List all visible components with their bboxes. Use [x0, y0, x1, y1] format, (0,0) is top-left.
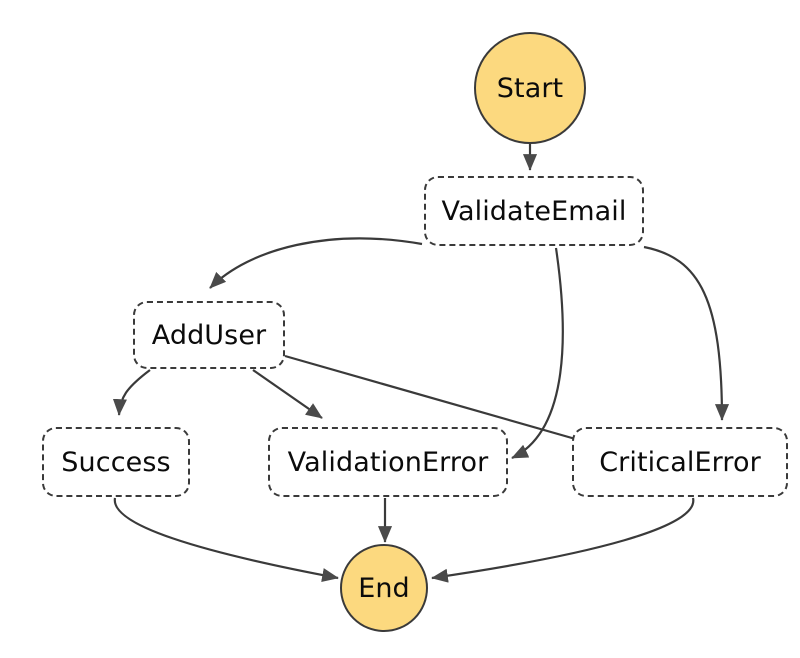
- edge-add_user-to-critical_error: [284, 354, 601, 449]
- node-end-label: End: [358, 572, 410, 604]
- edges-group: [112, 144, 730, 583]
- node-validate-email-label: ValidateEmail: [441, 195, 627, 227]
- edge-validate_email-to-validation_error: [511, 247, 564, 459]
- node-add-user[interactable]: AddUser: [133, 301, 285, 369]
- edge-validate_email-to-critical_error: [643, 245, 730, 421]
- node-end[interactable]: End: [340, 544, 428, 632]
- node-add-user-label: AddUser: [151, 319, 267, 351]
- node-validation-error[interactable]: ValidationError: [268, 427, 508, 497]
- edge-add_user-to-validation_error: [252, 369, 323, 419]
- edge-critical_error-to-end: [431, 497, 695, 583]
- edge-success-to-end: [113, 497, 339, 582]
- node-critical-error[interactable]: CriticalError: [572, 427, 788, 497]
- node-validation-error-label: ValidationError: [287, 446, 489, 478]
- node-start[interactable]: Start: [474, 32, 586, 144]
- node-critical-error-label: CriticalError: [599, 446, 761, 478]
- node-success[interactable]: Success: [42, 427, 190, 497]
- node-validate-email[interactable]: ValidateEmail: [424, 176, 644, 246]
- edge-add_user-to-success: [112, 369, 151, 416]
- node-success-label: Success: [61, 446, 171, 478]
- edge-validate_email-to-add_user: [209, 237, 423, 289]
- node-start-label: Start: [496, 72, 564, 104]
